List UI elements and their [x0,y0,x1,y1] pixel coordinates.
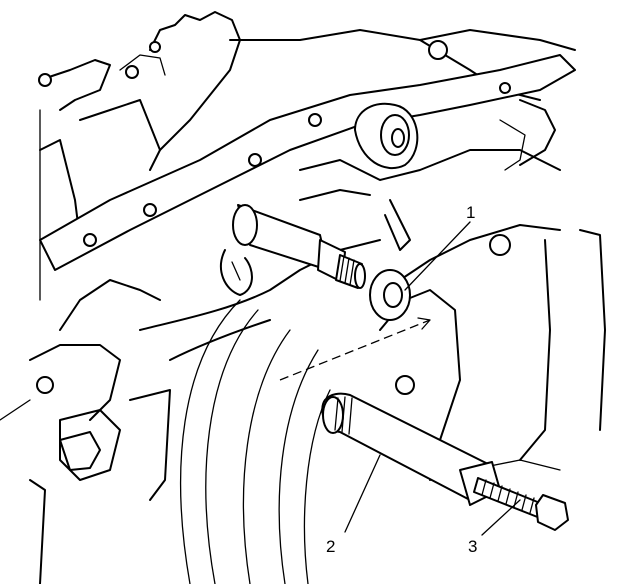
bolt-part-3 [473,477,569,531]
callout-label-3: 3 [468,537,477,556]
mounting-strap [39,54,576,271]
lower-housing [0,344,171,584]
washer-part-1 [369,269,411,321]
alignment-line [279,319,431,381]
ball-stud [220,204,366,296]
control-arm-bushing [354,102,419,170]
leader-line-2 [344,454,381,533]
callout-label-1: 1 [466,203,475,222]
steering-knuckle [59,149,606,481]
leader-line-1 [404,221,471,291]
alignment-arrow [417,317,431,330]
brake-disc-outline [180,299,331,584]
tapered-tool-part-2 [321,392,501,506]
leader-line-3 [481,499,521,536]
callout-label-2: 2 [326,537,335,556]
